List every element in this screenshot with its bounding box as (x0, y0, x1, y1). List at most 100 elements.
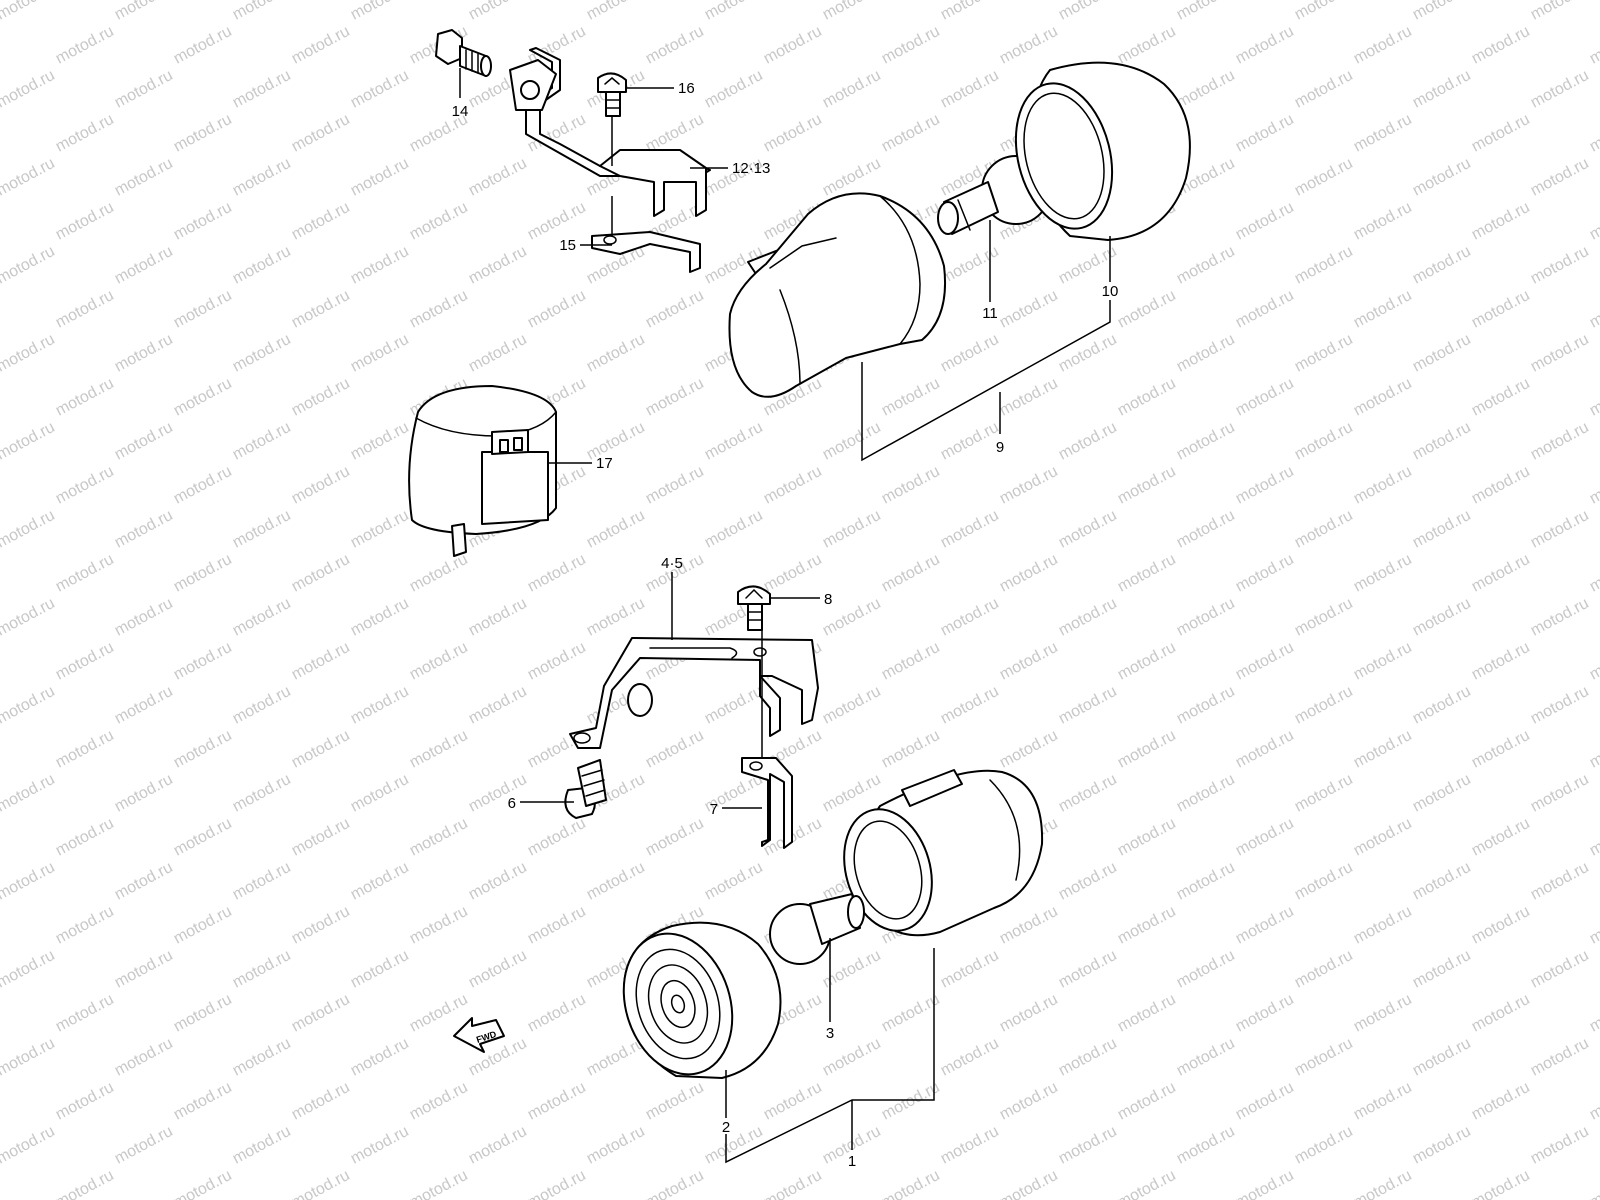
watermark-text: motod.ru (938, 595, 1002, 640)
watermark-text: motod.ru (1410, 859, 1474, 904)
watermark-text: motod.ru (1292, 419, 1356, 464)
watermark-text: motod.ru (1292, 771, 1356, 816)
watermark-text: motod.ru (1410, 1123, 1474, 1168)
watermark-text: motod.ru (0, 67, 58, 112)
watermark-text: motod.ru (230, 683, 294, 728)
watermark-text: motod.ru (643, 463, 707, 508)
part-6-bolt (564, 759, 607, 819)
watermark-text: motod.ru (643, 1079, 707, 1124)
watermark-text: motod.ru (466, 947, 530, 992)
watermark-text: motod.ru (1528, 1123, 1592, 1168)
watermark-text: motod.ru (53, 991, 117, 1036)
watermark-text: motod.ru (0, 595, 58, 640)
watermark-text: motod.ru (702, 859, 766, 904)
watermark-text: motod.ru (879, 111, 943, 156)
watermark-text: motod.ru (1292, 0, 1356, 24)
watermark-text: motod.ru (702, 67, 766, 112)
part-15-clamp (591, 231, 701, 273)
watermark-text: motod.ru (1587, 991, 1600, 1036)
watermark-text: motod.ru (1056, 0, 1120, 24)
watermark-text: motod.ru (643, 287, 707, 332)
watermark-text: motod.ru (1292, 507, 1356, 552)
watermark-text: motod.ru (584, 595, 648, 640)
watermark-text: motod.ru (1115, 463, 1179, 508)
watermark-text: motod.ru (1469, 1079, 1533, 1124)
watermark-text: motod.ru (525, 1167, 589, 1200)
part-7-clamp (741, 757, 793, 849)
watermark-text: motod.ru (112, 683, 176, 728)
watermark-text: motod.ru (525, 903, 589, 948)
watermark-text: motod.ru (1351, 375, 1415, 420)
watermark-text: motod.ru (1233, 1079, 1297, 1124)
watermark-text: motod.ru (1233, 375, 1297, 420)
watermark-text: motod.ru (1351, 287, 1415, 332)
watermark-text: motod.ru (1115, 991, 1179, 1036)
callout-8: 8 (824, 591, 832, 608)
watermark-text: motod.ru (1410, 1035, 1474, 1080)
watermark-text: motod.ru (584, 859, 648, 904)
watermark-text: motod.ru (1410, 595, 1474, 640)
watermark-text: motod.ru (761, 1167, 825, 1200)
watermark-text: motod.ru (584, 1123, 648, 1168)
watermark-text: motod.ru (525, 815, 589, 860)
watermark-text: motod.ru (879, 991, 943, 1036)
watermark-text: motod.ru (702, 1123, 766, 1168)
watermark-text: motod.ru (879, 551, 943, 596)
watermark-text: motod.ru (1528, 947, 1592, 992)
watermark-text: motod.ru (230, 0, 294, 24)
watermark-text: motod.ru (1528, 419, 1592, 464)
watermark-text: motod.ru (289, 23, 353, 68)
watermark-text: motod.ru (53, 1079, 117, 1124)
watermark-text: motod.ru (1115, 1079, 1179, 1124)
watermark-text: motod.ru (525, 551, 589, 596)
watermark-text: motod.ru (1115, 551, 1179, 596)
watermark-text: motod.ru (1174, 331, 1238, 376)
watermark-text: motod.ru (289, 1079, 353, 1124)
watermark-text: motod.ru (1115, 815, 1179, 860)
part-8-screw (737, 585, 771, 631)
callout-labels: 14 16 12·13 15 11 10 9 17 4·5 8 6 7 3 2 … (452, 80, 1119, 1170)
watermark-text: motod.ru (938, 947, 1002, 992)
watermark-text: motod.ru (53, 903, 117, 948)
watermark-text: motod.ru (1410, 683, 1474, 728)
watermark-text: motod.ru (643, 111, 707, 156)
callout-1: 1 (848, 1153, 856, 1170)
watermark-text: motod.ru (1587, 903, 1600, 948)
watermark-text: motod.ru (997, 1167, 1061, 1200)
watermark-text: motod.ru (289, 815, 353, 860)
watermark-text: motod.ru (1528, 859, 1592, 904)
watermark-text: motod.ru (1469, 375, 1533, 420)
watermark-text: motod.ru (997, 1079, 1061, 1124)
watermark-text: motod.ru (1174, 947, 1238, 992)
watermark-text: motod.ru (466, 859, 530, 904)
watermark-text: motod.ru (171, 199, 235, 244)
watermark-text: motod.ru (1174, 0, 1238, 24)
watermark-text: motod.ru (1233, 463, 1297, 508)
watermark-text: motod.ru (1410, 331, 1474, 376)
watermark-text: motod.ru (820, 67, 884, 112)
forward-direction-arrow: FWD (453, 1017, 505, 1053)
watermark-text: motod.ru (53, 1167, 117, 1200)
watermark-text: motod.ru (1115, 287, 1179, 332)
watermark-text: motod.ru (289, 727, 353, 772)
watermark-text: motod.ru (879, 1167, 943, 1200)
watermark-text: motod.ru (1469, 991, 1533, 1036)
watermark-text: motod.ru (584, 507, 648, 552)
watermark-text: motod.ru (53, 727, 117, 772)
watermark-text: motod.ru (1410, 243, 1474, 288)
watermark-text: motod.ru (348, 0, 412, 24)
watermark-text: motod.ru (171, 1079, 235, 1124)
watermark-text: motod.ru (53, 287, 117, 332)
watermark-text: motod.ru (407, 727, 471, 772)
watermark-text: motod.ru (1292, 1123, 1356, 1168)
watermark-text: motod.ru (1174, 1035, 1238, 1080)
callout-4-5: 4·5 (661, 555, 683, 572)
watermark-text: motod.ru (761, 463, 825, 508)
watermark-text: motod.ru (938, 419, 1002, 464)
watermark-text: motod.ru (171, 375, 235, 420)
watermark-text: motod.ru (702, 507, 766, 552)
watermark-text: motod.ru (938, 0, 1002, 24)
watermark-text: motod.ru (53, 23, 117, 68)
watermark-text: motod.ru (525, 639, 589, 684)
